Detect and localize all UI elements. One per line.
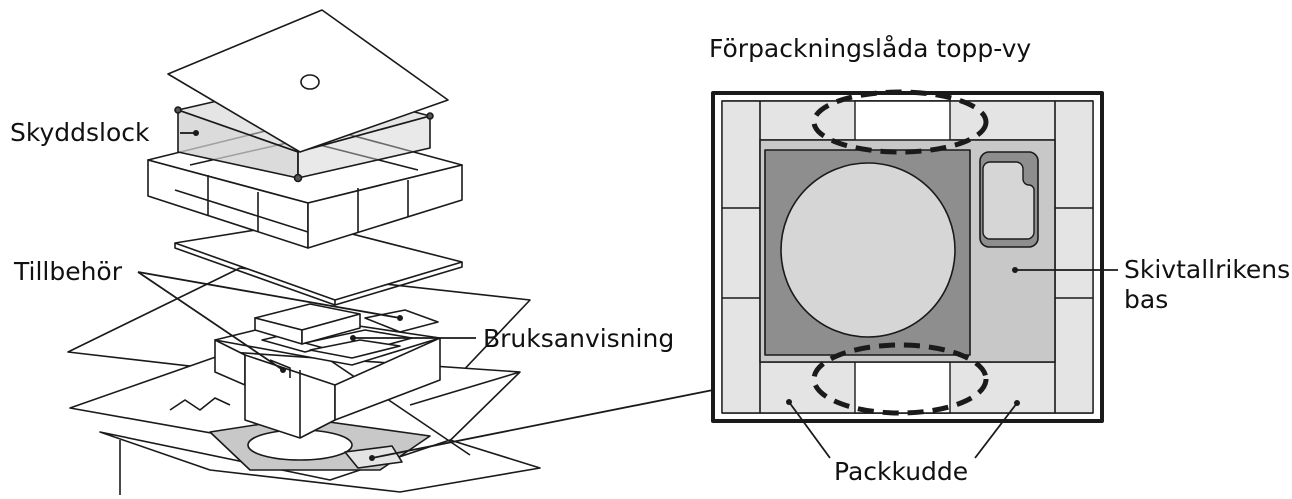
label-top-view-title: Förpackningslåda topp-vy — [709, 34, 1032, 63]
top-view-box — [711, 89, 1104, 423]
accessory-box — [254, 303, 439, 359]
label-turntable-base-line2: bas — [1124, 285, 1169, 314]
leader-lines-right — [788, 269, 1118, 459]
leader-lines-left — [137, 132, 714, 459]
top-cover-sheet — [167, 9, 449, 153]
label-turntable-base-line1: Skivtallrikens — [1124, 255, 1291, 284]
label-packing-cushion: Packkudde — [834, 457, 969, 486]
label-manual: Bruksanvisning — [483, 324, 675, 353]
label-protective-lid: Skyddslock — [10, 118, 150, 147]
label-accessories: Tillbehör — [14, 257, 123, 286]
